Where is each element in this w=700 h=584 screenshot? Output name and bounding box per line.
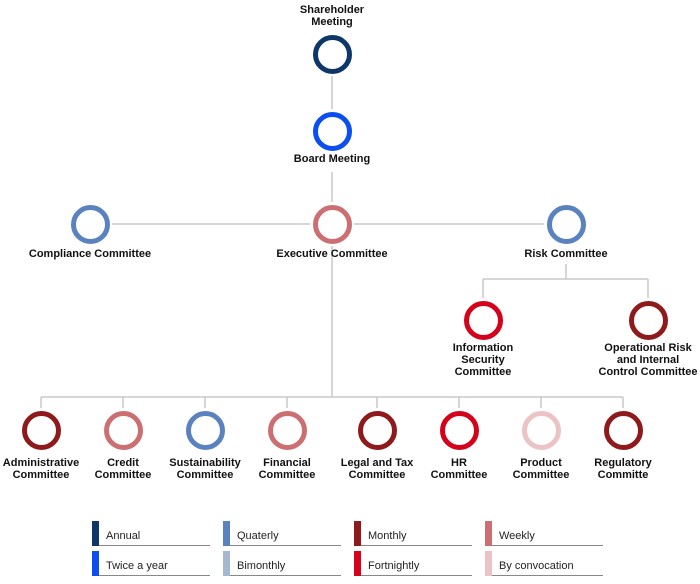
- regulatory-committee-circle: [603, 410, 643, 450]
- legend-divider: [230, 545, 341, 546]
- credit-committee-label: Credit Committee: [94, 457, 152, 481]
- legal-and-tax-committee-label: Legal and Tax Committee: [340, 457, 414, 481]
- compliance-committee-circle: [70, 204, 110, 244]
- product-committee-label: Product Committee: [512, 457, 570, 481]
- sustainability-committee-label: Sustainability Committee: [169, 457, 241, 481]
- shareholder-meeting-label: Shareholder Meeting: [299, 4, 365, 28]
- legend-item-monthly: Monthly: [354, 521, 472, 546]
- legend-label-fortnightly: Fortnightly: [368, 560, 420, 572]
- sustainability-committee-circle: [185, 410, 225, 450]
- hr-committee-circle: [439, 410, 479, 450]
- legend-swatch-bimonthly: [223, 551, 230, 576]
- legend-swatch-twice-a-year: [92, 551, 99, 576]
- regulatory-committee-label: Regulatory Committe: [594, 457, 652, 481]
- legend-label-monthly: Monthly: [368, 530, 407, 542]
- legend-label-by-convocation: By convocation: [499, 560, 574, 572]
- legend-item-fortnightly: Fortnightly: [354, 551, 472, 576]
- legend-divider: [230, 575, 341, 576]
- legal-and-tax-committee-circle: [357, 410, 397, 450]
- legend-divider: [99, 575, 210, 576]
- executive-committee-label: Executive Committee: [276, 248, 388, 260]
- legend-label-weekly: Weekly: [499, 530, 535, 542]
- legend-swatch-annual: [92, 521, 99, 546]
- risk-committee-label: Risk Committee: [524, 248, 608, 260]
- legend-item-twice-a-year: Twice a year: [92, 551, 210, 576]
- executive-committee-circle: [312, 204, 352, 244]
- legend-swatch-quarterly: [223, 521, 230, 546]
- administrative-committee-label: Administrative Committee: [2, 457, 80, 481]
- board-meeting-label: Board Meeting: [293, 153, 371, 165]
- administrative-committee-circle: [21, 410, 61, 450]
- risk-committee-circle: [546, 204, 586, 244]
- legend-swatch-by-convocation: [485, 551, 492, 576]
- legend-divider: [492, 545, 603, 546]
- legend-label-twice-a-year: Twice a year: [106, 560, 168, 572]
- legend-item-weekly: Weekly: [485, 521, 603, 546]
- legend-divider: [361, 575, 472, 576]
- hr-committee-label: HR Committee: [430, 457, 488, 481]
- legend-item-bimonthly: Bimonthly: [223, 551, 341, 576]
- operational-risk-committee-label: Operational Risk and Internal Control Co…: [598, 342, 698, 378]
- legend-divider: [99, 545, 210, 546]
- board-meeting-circle: [312, 111, 352, 151]
- legend-swatch-fortnightly: [354, 551, 361, 576]
- legend-swatch-monthly: [354, 521, 361, 546]
- information-security-committee-label: Information Security Committee: [452, 342, 514, 378]
- legend-label-bimonthly: Bimonthly: [237, 560, 286, 572]
- financial-committee-label: Financial Committee: [258, 457, 316, 481]
- legend-divider: [361, 545, 472, 546]
- credit-committee-circle: [103, 410, 143, 450]
- operational-risk-committee-circle: [628, 300, 668, 340]
- legend-item-quarterly: Quaterly: [223, 521, 341, 546]
- financial-committee-circle: [267, 410, 307, 450]
- compliance-committee-label: Compliance Committee: [28, 248, 152, 260]
- legend-item-annual: Annual: [92, 521, 210, 546]
- information-security-committee-circle: [463, 300, 503, 340]
- legend-label-quarterly: Quaterly: [237, 530, 279, 542]
- shareholder-meeting-circle: [312, 34, 352, 74]
- product-committee-circle: [521, 410, 561, 450]
- legend-label-annual: Annual: [106, 530, 141, 542]
- legend-divider: [492, 575, 603, 576]
- legend-swatch-weekly: [485, 521, 492, 546]
- legend-item-by-convocation: By convocation: [485, 551, 603, 576]
